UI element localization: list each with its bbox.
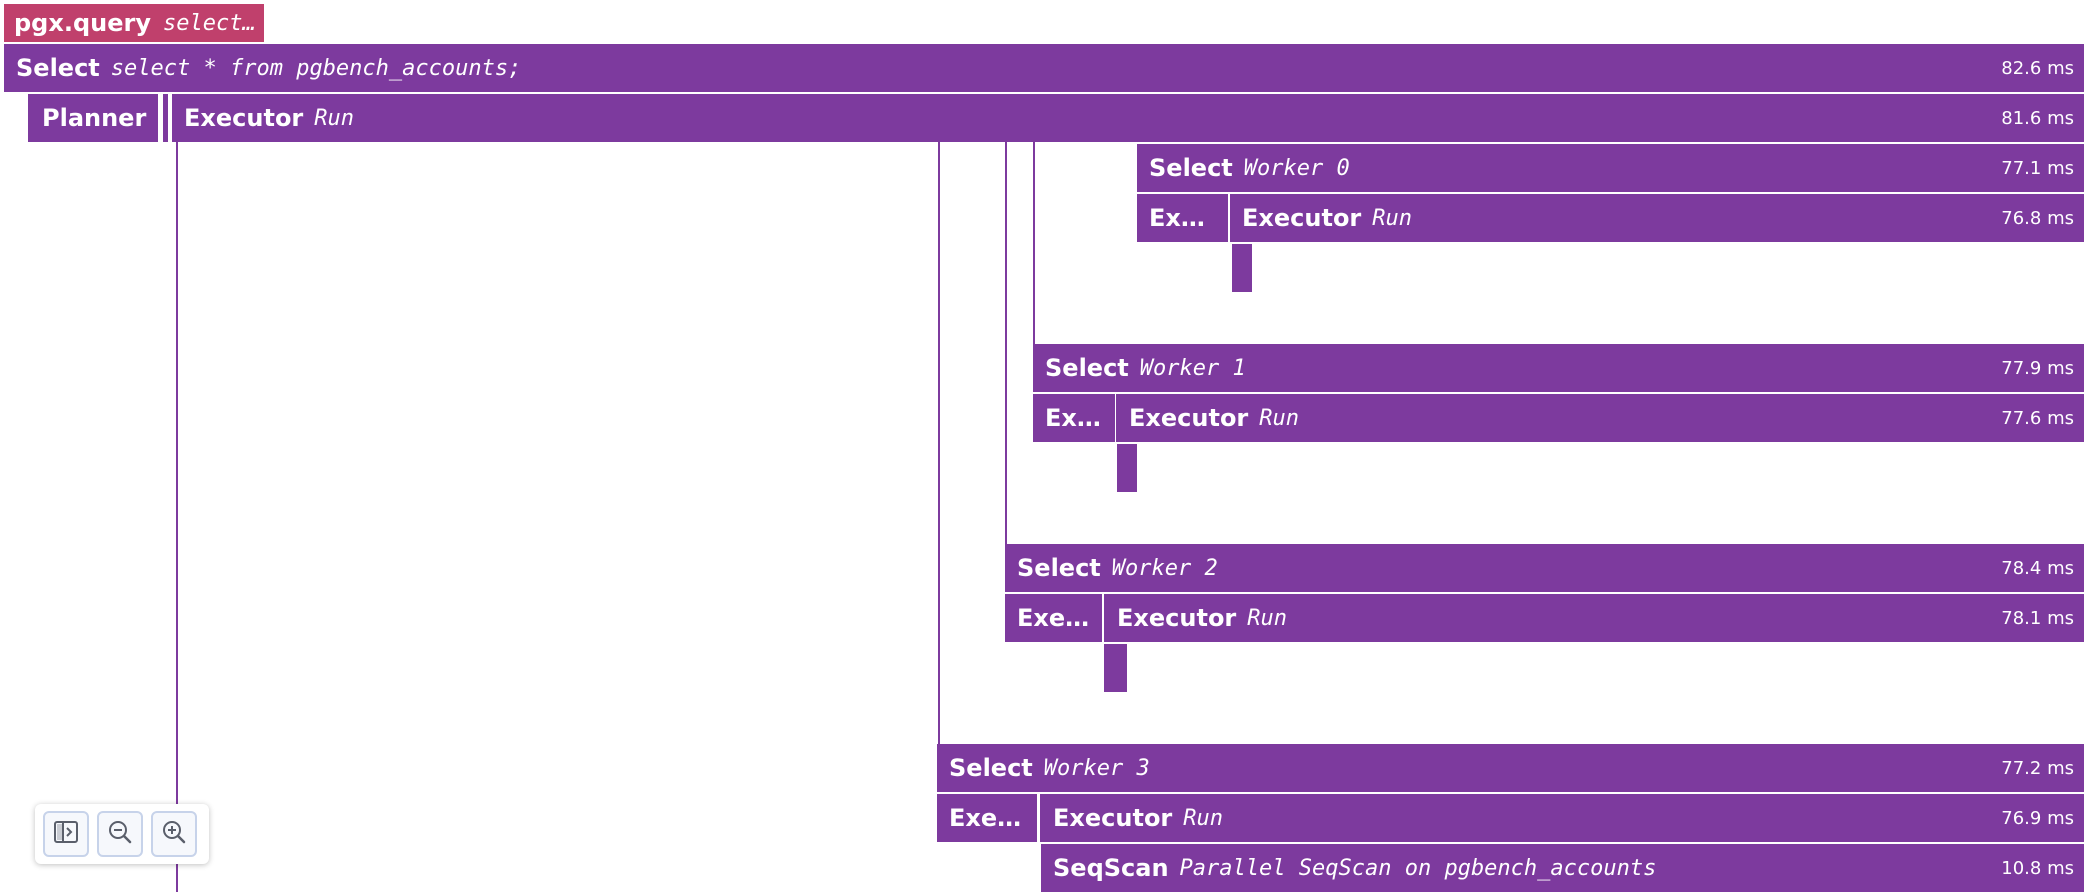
- span-duration: 76.9 ms: [2001, 807, 2074, 829]
- span-child-worker-0[interactable]: [1232, 244, 1252, 292]
- span-description: Parallel SeqScan on pgbench_accounts: [1179, 855, 1657, 881]
- root-span[interactable]: pgx.query select…: [4, 4, 264, 42]
- span-name: SeqScan: [1053, 854, 1169, 882]
- span-select-main[interactable]: Select select * from pgbench_accounts; 8…: [4, 44, 2084, 92]
- span-child-worker-2[interactable]: [1104, 644, 1127, 692]
- span-description: Run: [1372, 205, 1413, 231]
- span-duration: 10.8 ms: [2001, 857, 2074, 879]
- span-duration: 78.4 ms: [2001, 557, 2074, 579]
- span-description: Worker 0: [1243, 155, 1350, 181]
- span-executor-worker-2-short[interactable]: Exe…: [1005, 594, 1102, 642]
- sidebar-toggle-icon: [51, 817, 81, 852]
- span-name: Executor: [1117, 604, 1237, 632]
- span-duration: 81.6 ms: [2001, 107, 2074, 129]
- span-executor-worker-0[interactable]: Executor Run 76.8 ms: [1230, 194, 2084, 242]
- span-name: Select: [949, 754, 1033, 782]
- span-description: Worker 1: [1139, 355, 1246, 381]
- span-name: Executor: [1053, 804, 1173, 832]
- span-select-worker-1[interactable]: Select Worker 1 77.9 ms: [1033, 344, 2084, 392]
- sidebar-toggle-button[interactable]: [43, 811, 89, 857]
- span-name: Planner: [42, 104, 147, 132]
- span-child-worker-1[interactable]: [1117, 444, 1137, 492]
- worker-2-connector: [1005, 140, 1007, 544]
- span-planner-tail[interactable]: [163, 94, 168, 142]
- span-name: Executor: [1129, 404, 1249, 432]
- span-duration: 77.2 ms: [2001, 757, 2074, 779]
- worker-1-connector: [1033, 140, 1035, 344]
- span-duration: 82.6 ms: [2001, 57, 2074, 79]
- span-name: Select: [1017, 554, 1101, 582]
- span-name: Select: [16, 54, 100, 82]
- worker-3-connector: [938, 140, 940, 744]
- span-duration: 78.1 ms: [2001, 607, 2074, 629]
- span-duration: 76.8 ms: [2001, 207, 2074, 229]
- span-executor-worker-3[interactable]: Executor Run 76.9 ms: [1040, 794, 2084, 842]
- span-duration: 77.1 ms: [2001, 157, 2074, 179]
- span-name: Ex…: [1149, 204, 1205, 232]
- span-name: Executor: [184, 104, 304, 132]
- span-description: Run: [1259, 405, 1300, 431]
- span-duration: 77.6 ms: [2001, 407, 2074, 429]
- span-name: pgx.query: [14, 9, 151, 37]
- span-select-worker-0[interactable]: Select Worker 0 77.1 ms: [1137, 144, 2084, 192]
- span-executor-worker-2[interactable]: Executor Run 78.1 ms: [1104, 594, 2084, 642]
- span-select-worker-3[interactable]: Select Worker 3 77.2 ms: [937, 744, 2084, 792]
- span-name: Executor: [1242, 204, 1362, 232]
- span-executor-worker-1-short[interactable]: Ex…: [1033, 394, 1115, 442]
- zoom-in-button[interactable]: [151, 811, 197, 857]
- span-name: Ex…: [1045, 404, 1101, 432]
- span-executor-worker-3-short[interactable]: Exe…: [937, 794, 1037, 842]
- span-select-worker-2[interactable]: Select Worker 2 78.4 ms: [1005, 544, 2084, 592]
- span-description: Run: [1247, 605, 1288, 631]
- span-executor-worker-0-short[interactable]: Ex…: [1137, 194, 1228, 242]
- zoom-in-icon: [159, 817, 189, 852]
- zoom-out-icon: [105, 817, 135, 852]
- span-seqscan-worker-3[interactable]: SeqScan Parallel SeqScan on pgbench_acco…: [1041, 844, 2084, 892]
- span-description: select * from pgbench_accounts;: [110, 55, 522, 81]
- view-controls: [35, 804, 209, 864]
- span-name: Select: [1149, 154, 1233, 182]
- span-executor-main[interactable]: Executor Run 81.6 ms: [172, 94, 2084, 142]
- span-description: select…: [162, 10, 256, 36]
- executor-child-connector: [176, 140, 178, 892]
- span-name: Select: [1045, 354, 1129, 382]
- span-executor-worker-1[interactable]: Executor Run 77.6 ms: [1116, 394, 2084, 442]
- span-description: Run: [1183, 805, 1224, 831]
- span-name: Exe…: [949, 804, 1022, 832]
- span-description: Worker 3: [1043, 755, 1150, 781]
- span-duration: 77.9 ms: [2001, 357, 2074, 379]
- zoom-out-button[interactable]: [97, 811, 143, 857]
- span-name: Exe…: [1017, 604, 1090, 632]
- span-description: Worker 2: [1111, 555, 1218, 581]
- span-planner[interactable]: Planner: [28, 94, 158, 142]
- span-description: Run: [314, 105, 355, 131]
